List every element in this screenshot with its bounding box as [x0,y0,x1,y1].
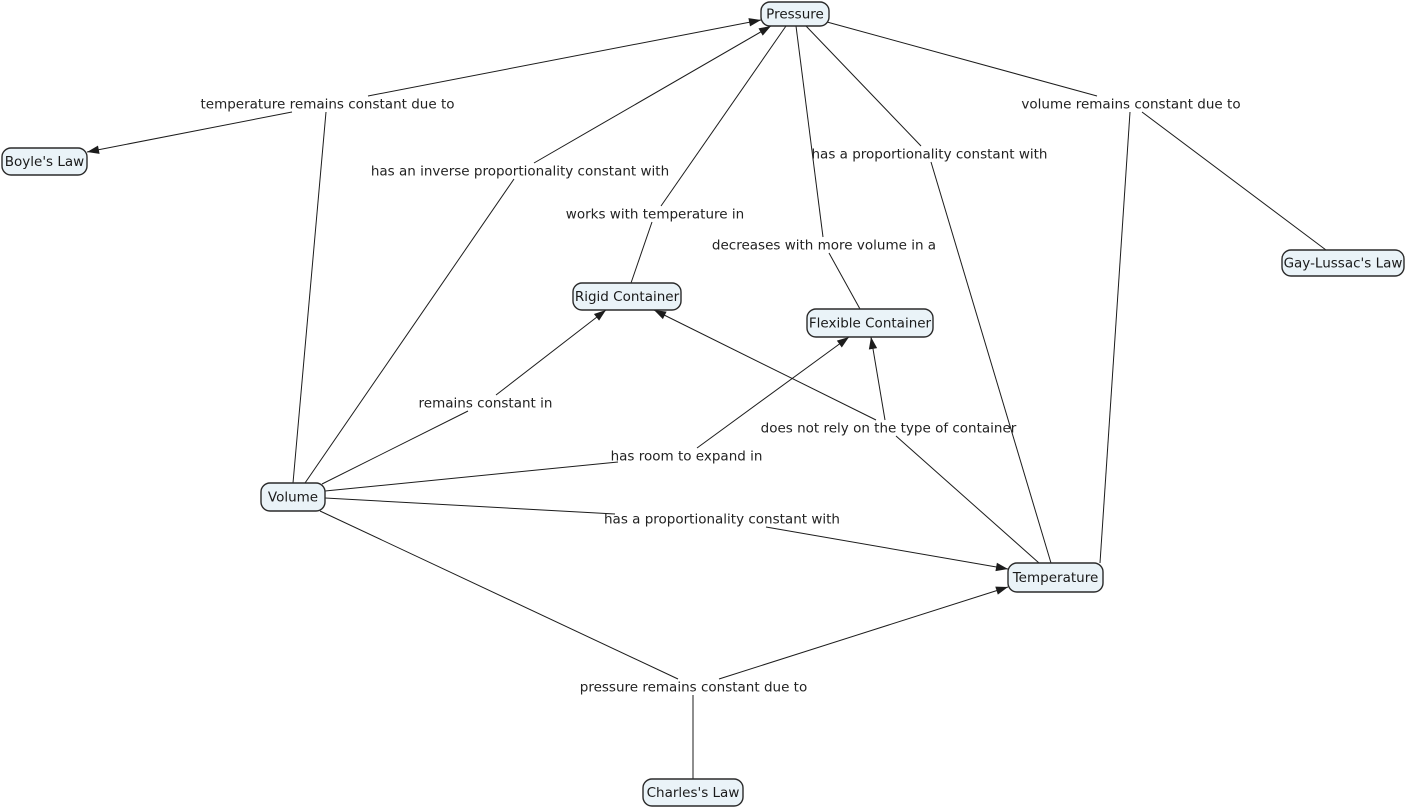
concept-node-label-flexible: Flexible Container [809,316,932,332]
edge-line-volume-l11 [319,510,679,680]
concept-node-label-rigid: Rigid Container [575,289,680,305]
edge-line-l11-temperature [718,586,1009,680]
arrowhead-l9-flexible [836,337,849,348]
concept-node-label-gaylussac: Gay-Lussac's Law [1284,256,1403,272]
linking-phrase-l3[interactable]: has an inverse proportionality constant … [371,164,669,180]
concept-node-label-charles: Charles's Law [647,785,740,801]
concept-node-box-flexible[interactable] [806,308,934,338]
concept-node-label-volume: Volume [268,490,318,506]
linking-phrases-layer: temperature remains constant due to volum… [200,97,1240,696]
concept-node-rigid[interactable]: Rigid Container [572,282,682,311]
edge-line-volume-l9 [324,461,619,492]
concept-node-temperature[interactable]: Temperature [1007,562,1104,593]
concept-node-charles[interactable]: Charles's Law [642,778,744,807]
concept-node-box-boyles[interactable] [1,147,88,176]
arrowhead-l1-pressure [748,18,761,27]
arrowhead-l11-temperature [995,586,1008,595]
linking-phrase-l4[interactable]: has a proportionality constant with [811,147,1047,163]
edge-line-l9-flexible [696,336,850,449]
concept-node-box-volume[interactable] [260,482,326,512]
linking-phrase-l2[interactable]: volume remains constant due to [1021,97,1240,113]
concept-node-boyles[interactable]: Boyle's Law [1,147,88,176]
linking-phrase-l1[interactable]: temperature remains constant due to [200,97,454,113]
edge-line-l7-rigid [495,309,607,396]
edge-line-l8-flexible [870,336,886,421]
concept-node-label-temperature: Temperature [1012,570,1099,586]
edge-line-l1-boyles [86,111,293,153]
arrowhead-l1-boyles [87,145,100,154]
concept-node-label-boyles: Boyle's Law [5,154,84,170]
edge-line-volume-l7 [321,410,469,485]
edges-layer [86,18,1327,779]
arrowhead-l7-rigid [593,310,606,321]
edge-line-l5-rigid [630,221,653,284]
edge-line-l3-pressure [533,25,772,164]
edge-line-pressure-l5 [660,25,787,207]
edge-line-pressure-l4 [805,25,922,147]
edge-line-l6-flexible [828,252,861,310]
edge-line-l10-temperature [765,526,1009,570]
linking-phrase-l7[interactable]: remains constant in [419,396,553,412]
edge-line-pressure-l6 [795,25,824,238]
edge-line-volume-l1 [292,111,327,484]
edge-line-l1-pressure [367,19,762,97]
concept-node-box-rigid[interactable] [572,282,682,311]
concept-node-box-charles[interactable] [642,778,744,807]
linking-phrase-l5[interactable]: works with temperature in [566,207,744,223]
concept-node-volume[interactable]: Volume [260,482,326,512]
linking-phrase-l6[interactable]: decreases with more volume in a [712,238,936,254]
concept-node-gaylussac[interactable]: Gay-Lussac's Law [1281,249,1405,277]
edge-line-volume-l3 [304,178,515,484]
concept-node-pressure[interactable]: Pressure [760,1,830,27]
edge-line-l4-temperature [930,161,1052,564]
edge-line-temperature-l8 [895,435,1040,564]
concept-node-box-temperature[interactable] [1007,562,1104,593]
arrowhead-l10-temperature [995,562,1008,572]
edge-line-l2-temperature [1099,111,1131,564]
arrowhead-l8-rigid [654,310,667,320]
concept-node-box-gaylussac[interactable] [1281,249,1405,277]
concept-node-box-pressure[interactable] [760,1,830,27]
linking-phrase-l11[interactable]: pressure remains constant due to [580,680,807,696]
linking-phrase-l8[interactable]: does not rely on the type of container [761,421,1017,437]
linking-phrase-l10[interactable]: has a proportionality constant with [604,512,840,528]
concept-node-label-pressure: Pressure [766,7,824,23]
edge-line-l2-gaylussac [1141,111,1327,251]
arrowhead-l3-pressure [758,26,771,36]
edge-line-volume-l10 [324,497,616,515]
concept-node-flexible[interactable]: Flexible Container [806,308,934,338]
edge-line-l8-rigid [653,309,877,421]
arrowhead-l8-flexible [868,337,878,350]
edge-line-pressure-l2 [826,21,1098,97]
linking-phrase-l9[interactable]: has room to expand in [611,449,763,465]
